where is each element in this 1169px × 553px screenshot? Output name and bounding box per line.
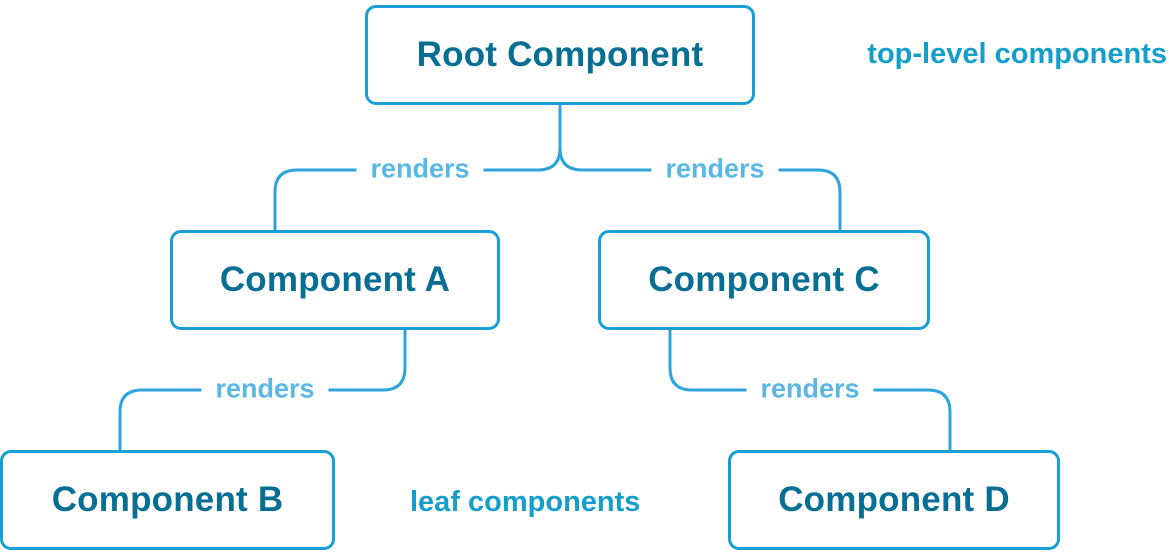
node-root-component-label: Root Component — [416, 35, 704, 74]
annotation-top-level-components: top-level components — [867, 38, 1167, 70]
node-root-component: Root Component — [365, 5, 755, 105]
node-component-a-label: Component A — [219, 260, 451, 299]
node-component-b: Component B — [0, 450, 335, 550]
annotation-leaf-components: leaf components — [410, 486, 641, 518]
node-component-c: Component C — [598, 230, 930, 330]
node-component-a: Component A — [170, 230, 500, 330]
node-component-d: Component D — [728, 450, 1060, 550]
edge-label-c-to-d: renders — [746, 373, 874, 405]
node-component-b-label: Component B — [51, 480, 284, 519]
edge-label-a-to-b: renders — [201, 373, 329, 405]
node-component-c-label: Component C — [648, 260, 880, 299]
node-component-d-label: Component D — [778, 480, 1010, 519]
edge-label-root-to-a: renders — [356, 153, 484, 185]
edge-label-root-to-c: renders — [651, 153, 779, 185]
